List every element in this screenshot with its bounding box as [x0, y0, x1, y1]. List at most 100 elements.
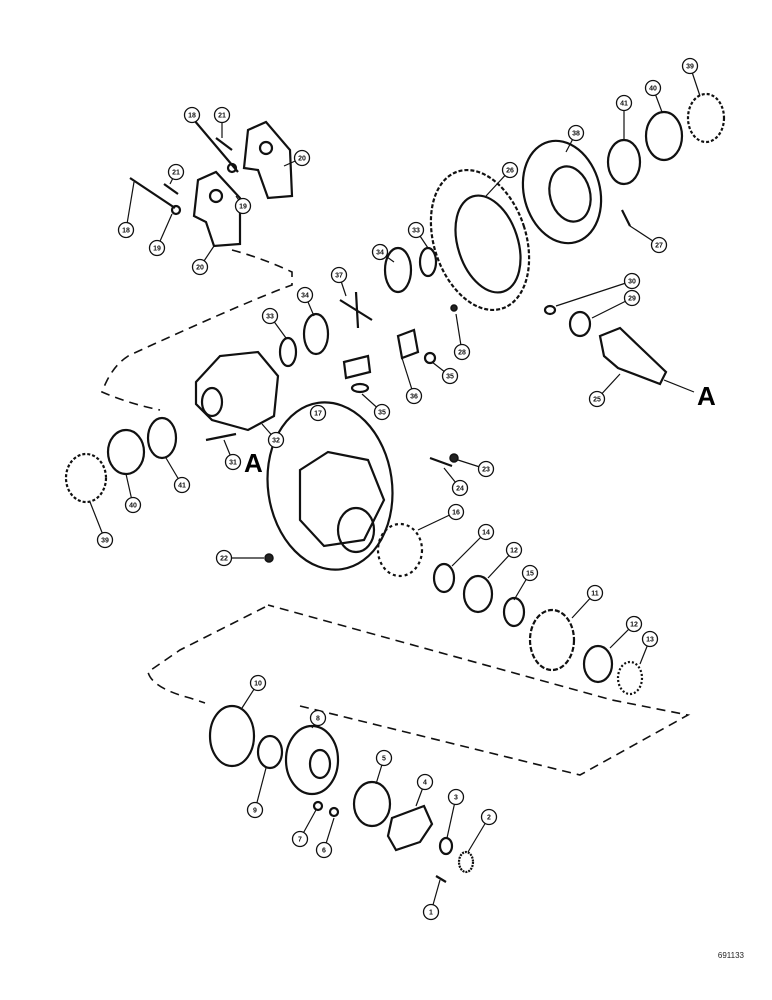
callout-28: 28 — [453, 313, 471, 361]
callout-number: 21 — [172, 170, 180, 177]
callout-number: 11 — [591, 591, 599, 598]
callout-number: 30 — [628, 279, 636, 286]
callout-20: 20 — [283, 149, 311, 167]
callout-34: 34 — [371, 243, 395, 263]
callout-number: 35 — [446, 374, 454, 381]
gear-13 — [616, 660, 644, 696]
adjusting-nut-39-left — [64, 452, 108, 504]
callout-2: 2 — [467, 808, 498, 853]
callout-number: 7 — [298, 837, 302, 844]
callout-30: 30 — [555, 272, 641, 307]
callout-number: 29 — [628, 296, 636, 303]
callout-number: 14 — [482, 530, 490, 537]
pin-21-lower — [163, 183, 179, 195]
assembly-guide-upper — [100, 249, 293, 411]
nut-23 — [449, 453, 459, 463]
washer-35-right — [423, 351, 437, 365]
adjusting-nut-39-right — [686, 92, 726, 144]
callout-8: 8 — [309, 709, 327, 729]
callout-number: 16 — [452, 510, 460, 517]
callout-number: 8 — [316, 716, 320, 723]
callout-9: 9 — [246, 767, 267, 819]
callout-number: 22 — [220, 556, 228, 563]
callout-26: 26 — [485, 161, 519, 197]
ref-letter-left: A — [244, 448, 263, 478]
plug-22 — [264, 553, 274, 563]
retainer-8 — [284, 724, 340, 796]
stud-31 — [205, 432, 237, 442]
callout-number: 18 — [122, 228, 130, 235]
callout-4: 4 — [415, 773, 434, 807]
case-half-left — [194, 350, 280, 432]
bearing-cone-41-right — [606, 138, 642, 186]
bearing-cup-40-left — [106, 428, 146, 476]
callout-number: 17 — [314, 411, 322, 418]
ring-15 — [502, 596, 526, 628]
callout-17: 17 — [309, 404, 327, 422]
callout-14: 14 — [451, 523, 495, 567]
callout-number: 35 — [378, 410, 386, 417]
seal-9 — [256, 734, 284, 770]
callout-13: 13 — [639, 630, 659, 665]
callout-33: 33 — [261, 307, 287, 339]
plug-28 — [450, 304, 458, 312]
callout-number: 2 — [487, 815, 491, 822]
case-half-right — [521, 139, 603, 245]
gasket-16 — [376, 522, 424, 578]
carrier-housing — [266, 401, 394, 571]
ring-gear — [429, 168, 531, 312]
figure-id: 691133 — [717, 951, 744, 960]
callout-19: 19 — [234, 195, 252, 215]
pinion-shaft-25 — [598, 326, 668, 386]
screw-27 — [621, 209, 631, 227]
callout-19: 19 — [148, 213, 173, 257]
callout-number: 33 — [266, 314, 274, 321]
callout-38: 38 — [565, 124, 585, 153]
callout-number: 38 — [572, 131, 580, 138]
washer-35-left — [350, 382, 370, 394]
callout-number: 41 — [620, 101, 628, 108]
callout-number: 6 — [322, 848, 326, 855]
leader-to-A-right — [663, 379, 695, 393]
callout-number: 20 — [196, 265, 204, 272]
bolt-6 — [328, 806, 340, 818]
side-gear-34-upper — [383, 246, 413, 294]
callout-layer: 1234567891011121213141516171818191920202… — [89, 57, 701, 921]
callout-21: 21 — [167, 163, 185, 185]
callout-11: 11 — [571, 584, 604, 619]
callout-40: 40 — [644, 79, 663, 113]
callout-number: 12 — [630, 622, 638, 629]
callout-number: 34 — [301, 293, 309, 300]
bearing-cone-41-left — [146, 416, 178, 460]
callout-41: 41 — [615, 94, 633, 140]
callout-number: 39 — [686, 64, 694, 71]
callout-36: 36 — [401, 357, 423, 405]
ref-letter-right: A — [697, 381, 716, 411]
gasket-10 — [208, 704, 256, 768]
pinion-gear-36-lower — [342, 354, 372, 380]
callout-number: 21 — [218, 113, 226, 120]
callout-1: 1 — [422, 879, 441, 921]
callout-16: 16 — [417, 503, 465, 531]
yoke-4 — [386, 804, 434, 852]
callout-number: 26 — [506, 168, 514, 175]
bearing-cap-left — [192, 170, 242, 248]
callout-31: 31 — [223, 439, 242, 471]
callout-18: 18 — [117, 181, 135, 239]
callout-number: 20 — [298, 156, 306, 163]
callout-3: 3 — [446, 788, 465, 839]
callout-number: 39 — [101, 538, 109, 545]
callout-41: 41 — [165, 457, 191, 494]
callout-number: 1 — [429, 910, 433, 917]
callout-32: 32 — [261, 423, 285, 449]
nut-2 — [457, 850, 475, 874]
callout-number: 13 — [646, 637, 654, 644]
callout-number: 31 — [229, 460, 237, 467]
callout-35: 35 — [361, 393, 391, 421]
callout-29: 29 — [591, 289, 641, 319]
callout-number: 10 — [254, 681, 262, 688]
ring-12-lower — [582, 644, 614, 684]
callout-15: 15 — [513, 564, 539, 601]
callout-number: 36 — [410, 394, 418, 401]
callout-25: 25 — [588, 373, 621, 408]
